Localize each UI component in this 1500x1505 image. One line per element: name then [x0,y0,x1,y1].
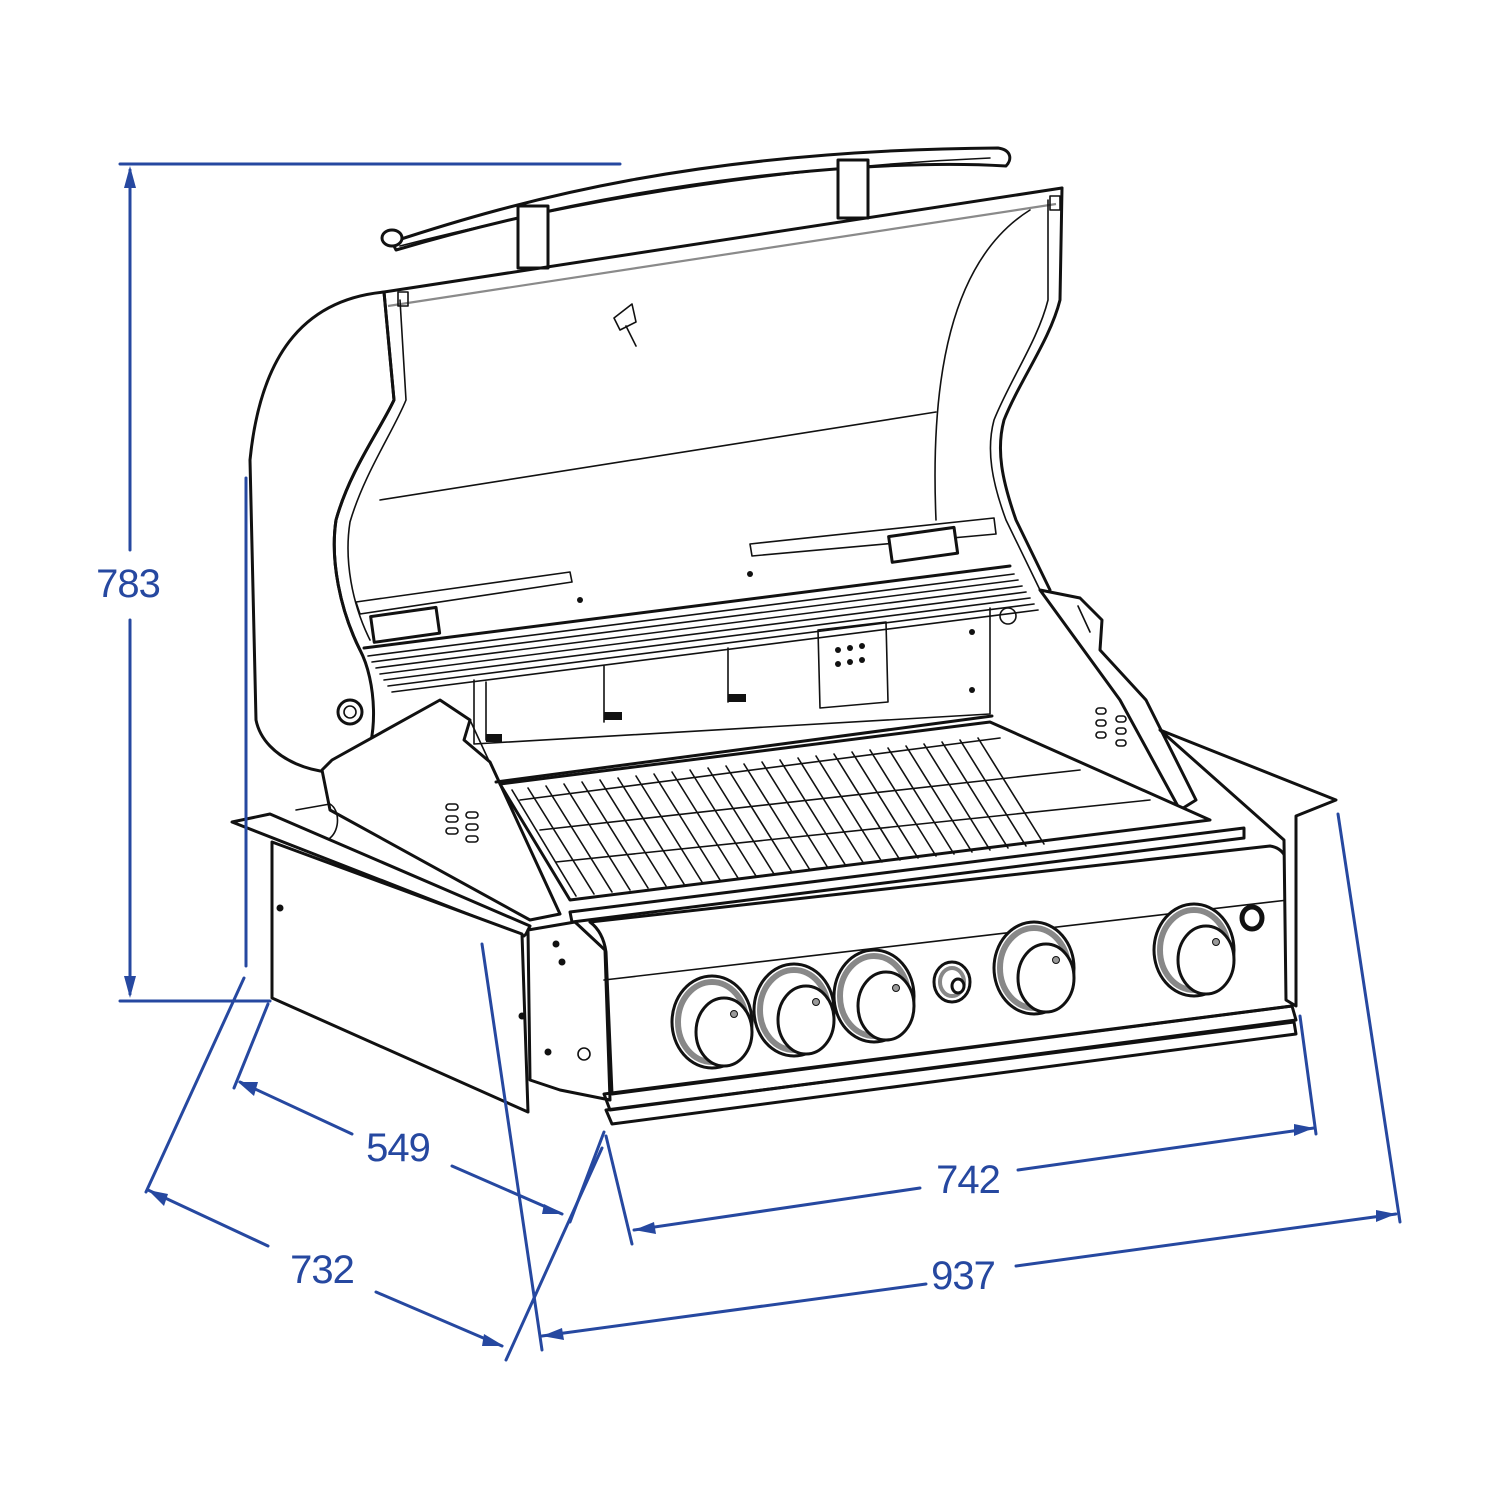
dimension-lines [118,162,1402,1362]
thermometer-icon [613,303,637,347]
dimension-front-width-label: 742 [936,1158,1001,1202]
control-knobs [670,902,1265,1070]
lid [248,186,1064,775]
knob-5 [1152,902,1236,998]
knob-1 [670,974,754,1070]
dimension-height-label: 783 [96,562,161,606]
firebox-back [473,607,1017,745]
warming-rack [355,517,1039,693]
knob-2 [752,962,836,1058]
knob-4 [992,920,1076,1016]
dimension-overall-width-label: 937 [931,1254,996,1298]
right-vent-slots [1095,707,1127,747]
vent-holes [835,643,865,667]
lid-handle [380,146,1012,270]
dimension-overall-depth-label: 732 [290,1248,355,1292]
knob-3 [832,948,916,1044]
ignition-button [932,960,972,1004]
indicator-light [1239,904,1265,932]
dimension-inner-depth-label: 549 [366,1126,431,1170]
firebox-sides [320,588,1198,922]
left-vent-slots [445,803,479,843]
left-side-panel [230,803,532,1114]
cooking-grates [494,714,1246,924]
